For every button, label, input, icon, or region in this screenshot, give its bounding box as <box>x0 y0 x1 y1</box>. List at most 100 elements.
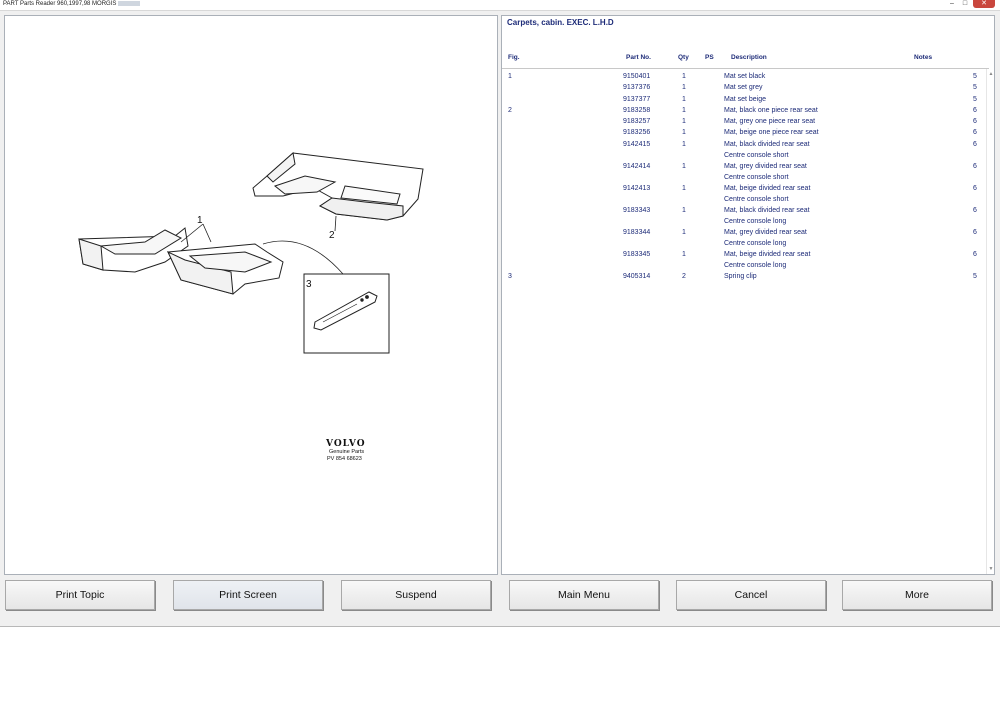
scroll-down-icon[interactable]: ▼ <box>988 566 994 572</box>
cell-qty: 1 <box>682 73 686 80</box>
front-left-mat-illustration <box>78 227 189 273</box>
parts-diagram: 2 1 3 <box>78 152 424 462</box>
cell-part-no: 9142415 <box>623 140 651 148</box>
header-divider <box>502 68 989 69</box>
col-header-part-no: Part No. <box>626 54 651 61</box>
cell-description: Mat, black divided rear seat <box>724 206 810 214</box>
col-header-notes: Notes <box>914 54 933 61</box>
rear-mat-illustration <box>252 152 424 221</box>
cell-part-no: 9183258 <box>623 106 651 114</box>
cell-description: Spring clip <box>724 272 757 280</box>
cell-notes: 5 <box>973 84 977 92</box>
cell-qty: 1 <box>682 118 686 126</box>
cell-part-no: 9137377 <box>623 95 651 103</box>
cell-notes: 5 <box>973 95 977 103</box>
cell-qty: 1 <box>682 95 686 103</box>
cell-description-detail: Centre console short <box>724 151 789 159</box>
cell-qty: 1 <box>682 184 686 192</box>
logo-line-2: PV 854 68623 <box>327 456 362 462</box>
callout-3: 3 <box>306 279 312 290</box>
cell-notes: 6 <box>973 206 977 214</box>
cell-notes: 5 <box>973 272 977 280</box>
cell-fig: 3 <box>508 272 512 280</box>
col-header-ps: PS <box>705 54 714 61</box>
cell-description: Mat, grey divided rear seat <box>724 228 807 236</box>
cell-qty: 1 <box>682 106 686 114</box>
cell-description: Mat, grey divided rear seat <box>724 162 807 170</box>
cell-notes: 6 <box>973 184 977 192</box>
cell-notes: 6 <box>973 228 977 236</box>
minimize-button[interactable]: – <box>950 0 954 7</box>
cell-description-detail: Centre console short <box>724 173 789 181</box>
parts-list-title: Carpets, cabin. EXEC. L.H.D <box>507 18 614 27</box>
volvo-logo: VOLVO Genuine Parts PV 854 68623 <box>325 439 365 462</box>
cell-description: Mat, beige one piece rear seat <box>724 129 819 137</box>
cancel-button[interactable]: Cancel <box>676 580 826 610</box>
cell-qty: 1 <box>682 206 686 214</box>
cell-notes: 6 <box>973 250 977 258</box>
cell-part-no: 9183345 <box>623 250 651 258</box>
more-button[interactable]: More <box>842 580 992 610</box>
cell-notes: 6 <box>973 140 977 148</box>
print-topic-button[interactable]: Print Topic <box>5 580 155 610</box>
col-header-qty: Qty <box>678 54 689 61</box>
app-window: PART Parts Reader 960,1997,98 MORGIS – □… <box>0 0 1000 627</box>
cell-description: Mat, grey one piece rear seat <box>724 118 816 126</box>
cell-part-no: 9183343 <box>623 206 651 214</box>
col-header-fig: Fig. <box>508 54 520 61</box>
spring-clip-illustration <box>313 291 378 331</box>
title-bar: PART Parts Reader 960,1997,98 MORGIS – □… <box>0 0 1000 11</box>
col-header-description: Description <box>731 54 767 61</box>
suspend-button[interactable]: Suspend <box>341 580 491 610</box>
leader-line-1b <box>180 223 204 243</box>
front-right-mat-illustration <box>166 243 284 295</box>
logo-line-1: Genuine Parts <box>329 449 364 455</box>
close-button[interactable]: ✕ <box>973 0 995 8</box>
window-title: PART Parts Reader 960,1997,98 MORGIS <box>3 0 141 9</box>
maximize-button[interactable]: □ <box>962 0 968 7</box>
cell-description-detail: Centre console short <box>724 195 789 203</box>
cell-qty: 1 <box>682 84 686 92</box>
leader-line-2 <box>334 215 337 232</box>
cell-part-no: 9405314 <box>623 272 651 280</box>
cell-description: Mat, black divided rear seat <box>724 140 810 148</box>
main-menu-button[interactable]: Main Menu <box>509 580 659 610</box>
cell-qty: 1 <box>682 228 686 236</box>
cell-description: Mat, black one piece rear seat <box>724 106 818 114</box>
cell-description: Mat, beige divided rear seat <box>724 184 811 192</box>
cell-qty: 1 <box>682 140 686 148</box>
cell-notes: 6 <box>973 162 977 170</box>
cell-description-detail: Centre console long <box>724 217 787 225</box>
callout-1: 1 <box>197 215 203 226</box>
diagram-pane: 2 1 3 <box>4 15 498 575</box>
detail-connector <box>262 240 344 275</box>
cell-notes: 6 <box>973 118 977 126</box>
cell-part-no: 9183256 <box>623 129 651 137</box>
cell-description: Mat, beige divided rear seat <box>724 250 811 258</box>
cell-part-no: 9142413 <box>623 184 651 192</box>
cell-qty: 1 <box>682 250 686 258</box>
scroll-up-icon[interactable]: ▲ <box>988 71 994 77</box>
cell-notes: 5 <box>973 73 977 80</box>
cell-part-no: 9142414 <box>623 162 651 170</box>
cell-part-no: 9150401 <box>623 73 651 80</box>
callout-2: 2 <box>329 230 335 241</box>
cell-part-no: 9137376 <box>623 84 651 92</box>
cell-description: Mat set black <box>724 73 766 80</box>
vertical-scrollbar[interactable]: ▲ ▼ <box>986 69 995 574</box>
print-screen-button[interactable]: Print Screen <box>173 580 323 610</box>
